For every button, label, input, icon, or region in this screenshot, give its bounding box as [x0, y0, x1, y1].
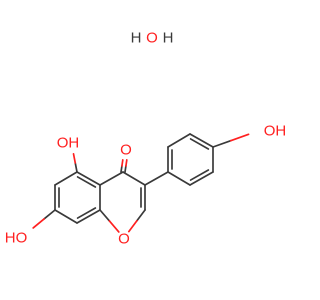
bond-c8-c8a-double	[76, 207, 97, 219]
bond-c2-o1-a	[136, 209, 146, 222]
bond-c5-o5-a	[74, 162, 78, 173]
bond-c4-o4-double-b	[125, 159, 128, 167]
bond-c7-o7-a	[43, 209, 56, 220]
hydroxyl-5-label: OH	[57, 135, 80, 152]
bond-c4-o4-b	[121, 159, 124, 167]
bond-c4-c3	[122, 171, 146, 186]
bond-c1p-c2p	[167, 171, 191, 186]
hydroxyl-4prime-label: OH	[264, 123, 287, 140]
bond-c5-o5-b	[72, 153, 77, 164]
water-hydrogen-left-label: H	[131, 30, 142, 47]
bond-c3-c1prime	[144, 171, 169, 186]
water-oxygen-label: O	[146, 30, 158, 47]
carbonyl-oxygen-label: O	[120, 142, 132, 159]
bond-layer	[32, 133, 250, 233]
bond-c4-o4-a	[120, 165, 123, 173]
bond-c2p-c3p-double	[189, 169, 210, 181]
bond-c4a-c4	[99, 171, 124, 186]
bond-c8a-o1-b	[108, 220, 120, 233]
bond-c4a-c5-double	[76, 176, 97, 188]
hydroxyl-7-label: HO	[5, 230, 28, 247]
bond-c4p-o4p-b	[229, 133, 250, 142]
bond-c2p-c3p	[189, 171, 214, 186]
bond-c5p-c6p	[167, 133, 191, 148]
bond-c4p-c5p-double	[189, 138, 210, 150]
bond-c5-c6	[54, 171, 78, 186]
bond-c8a-o1-a	[99, 209, 111, 222]
bond-c2-o1-b	[127, 219, 138, 233]
ring-oxygen-label: O	[118, 231, 130, 248]
bond-c7-o7-b	[32, 218, 45, 229]
bond-c7-c8	[54, 209, 78, 224]
atom-label-layer: OH O OH HO O	[5, 123, 287, 248]
structure-canvas: H O H OH O OH HO O	[5, 30, 287, 248]
bond-c4a-c5	[76, 171, 101, 186]
water-hydrogen-right-label: H	[163, 30, 174, 47]
bond-c4p-o4p-a	[212, 139, 232, 148]
bond-c4-o4-double-a	[124, 165, 127, 173]
bond-c4p-c5p	[189, 133, 214, 148]
water-molecule: H O H	[131, 30, 174, 47]
bond-c8-c8a	[76, 209, 101, 224]
